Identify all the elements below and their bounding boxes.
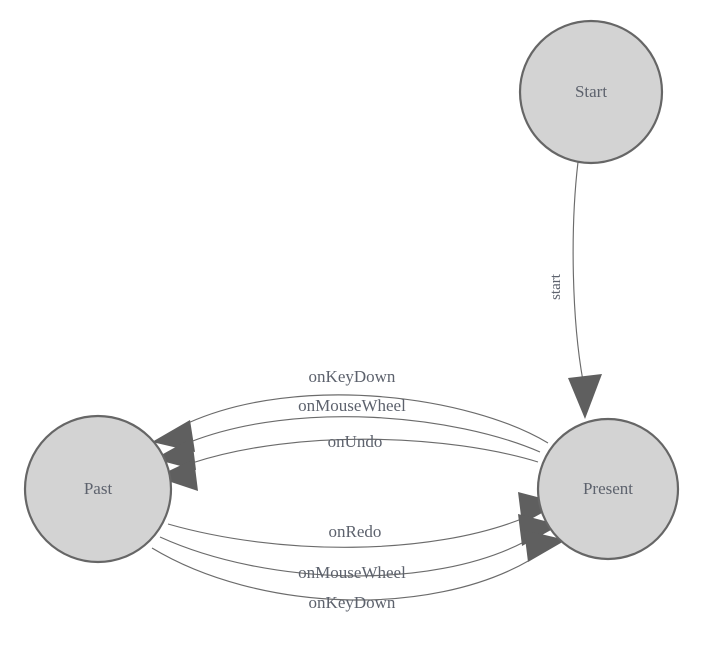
edge-label-onkeydown-up: onKeyDown — [309, 367, 396, 386]
edge-label-onmousewheel-dn: onMouseWheel — [298, 563, 406, 582]
node-past[interactable]: Past — [23, 414, 173, 564]
edge-present-to-past-onmousewheel[interactable]: onMouseWheel — [154, 396, 541, 470]
edge-path-onkeydown-dn — [151, 547, 531, 601]
edge-present-to-past-onundo[interactable]: onUndo — [156, 432, 539, 491]
edge-start-to-present[interactable]: start — [548, 161, 602, 419]
edge-label-onredo: onRedo — [329, 522, 382, 541]
node-start[interactable]: Start — [518, 19, 664, 165]
edge-path-start — [572, 161, 584, 382]
arrowhead-onundo — [156, 459, 198, 491]
edge-path-onmousewheel-up — [189, 416, 541, 453]
arrowhead-start-to-present — [568, 374, 602, 419]
node-start-circle[interactable] — [518, 19, 664, 165]
edge-label-onmousewheel-up: onMouseWheel — [298, 396, 406, 415]
edge-path-onkeydown-up — [187, 394, 549, 444]
edge-path-onredo — [167, 517, 525, 548]
edge-path-onundo — [191, 438, 539, 464]
edge-label-onundo: onUndo — [328, 432, 383, 451]
node-present-label: Present — [583, 479, 633, 498]
edge-past-to-present-onkeydown[interactable]: onKeyDown — [151, 530, 566, 612]
arrowhead-onredo — [518, 492, 560, 524]
node-past-circle[interactable] — [23, 414, 173, 564]
node-start-label: Start — [575, 82, 607, 101]
edge-label-start: start — [548, 273, 564, 300]
edge-label-onkeydown-dn: onKeyDown — [309, 593, 396, 612]
node-present[interactable]: Present — [536, 417, 680, 561]
node-past-label: Past — [84, 479, 113, 498]
arrowhead-onmousewheel-up — [154, 438, 196, 470]
edge-past-to-present-onredo[interactable]: onRedo — [167, 492, 560, 548]
arrowhead-onkeydown-dn — [524, 530, 566, 562]
node-present-circle[interactable] — [536, 417, 680, 561]
edge-path-onmousewheel-dn — [159, 536, 525, 577]
